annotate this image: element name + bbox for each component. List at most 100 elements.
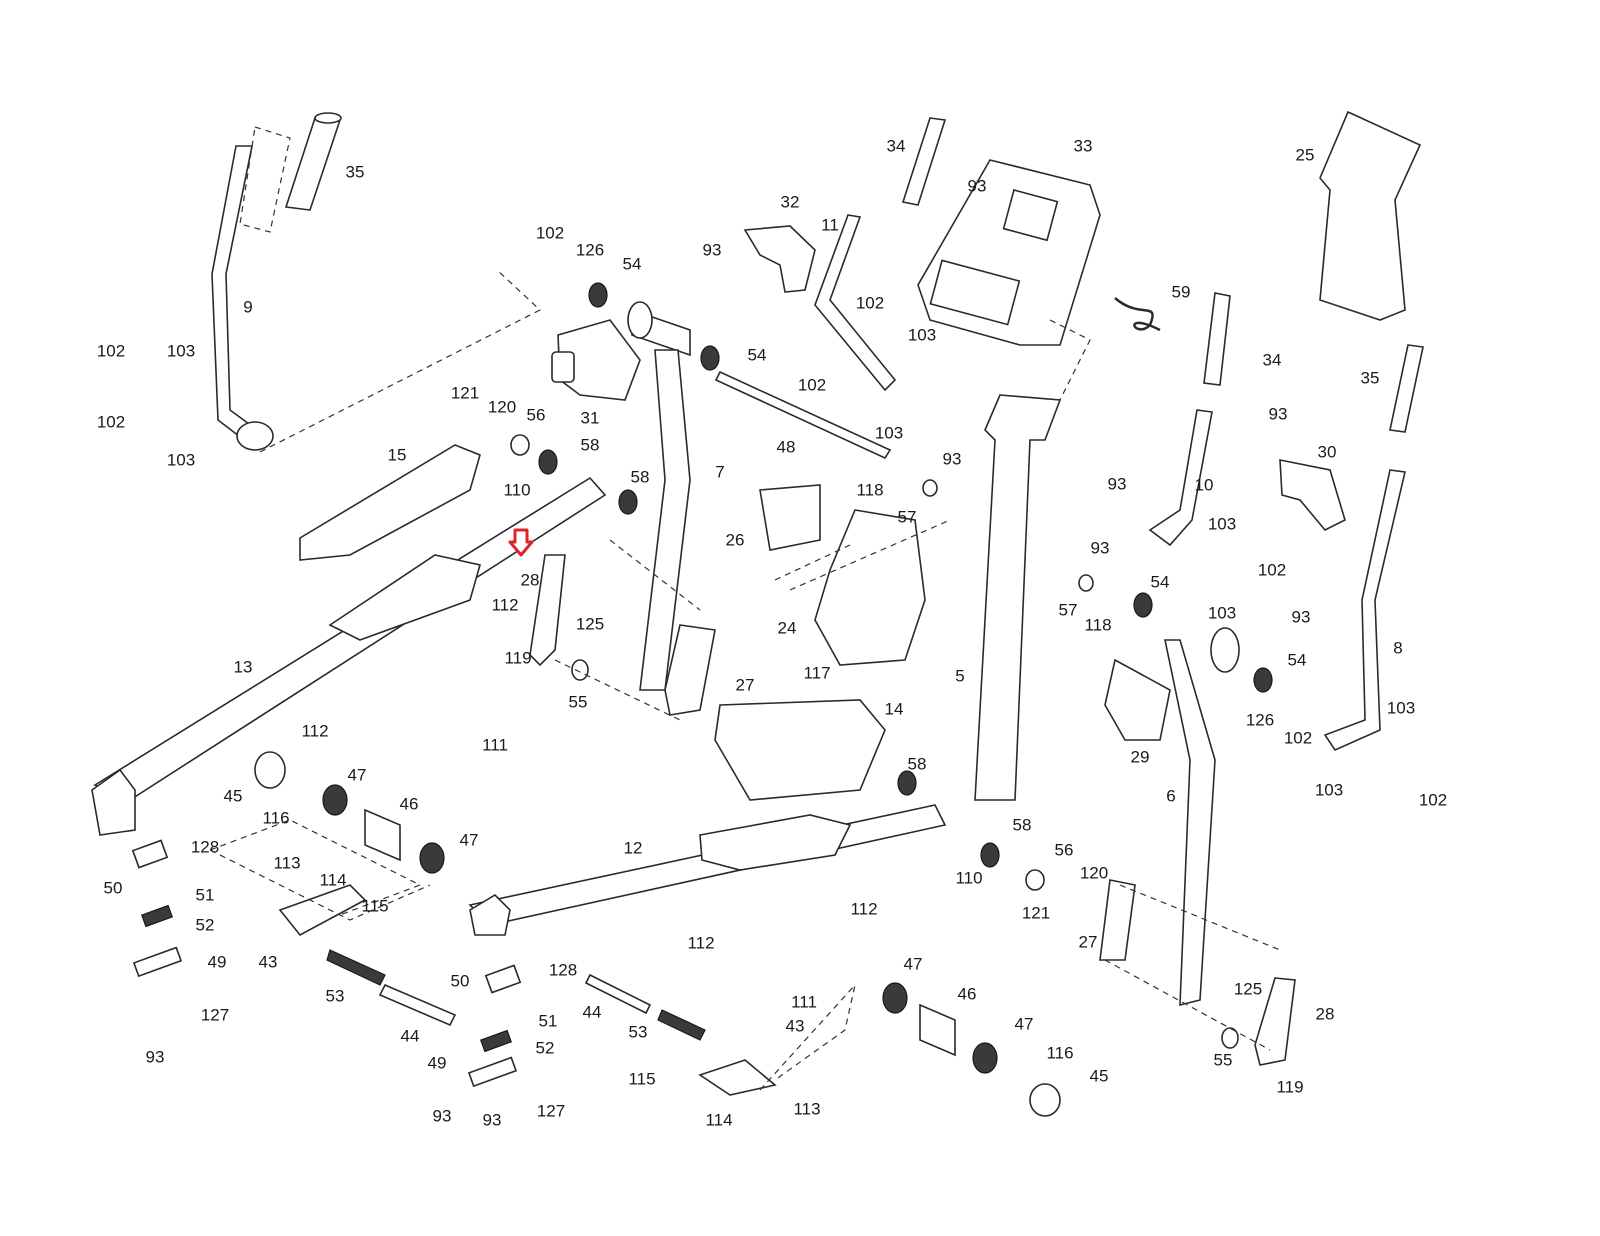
part-bearing-set-left [254, 751, 445, 874]
part-label-113: 113 [793, 1099, 821, 1119]
part-label-9: 9 [243, 297, 253, 317]
part-label-29: 29 [1130, 747, 1150, 767]
part-label-127: 127 [200, 1005, 230, 1025]
part-label-33: 33 [1073, 136, 1093, 156]
part-pedal-14 [714, 699, 886, 801]
assembly-path [759, 982, 857, 1091]
part-label-55: 55 [1213, 1050, 1233, 1070]
part-label-34: 34 [886, 136, 906, 156]
part-arm-10 [1148, 409, 1213, 547]
part-label-103: 103 [1207, 603, 1237, 623]
part-label-15: 15 [387, 445, 407, 465]
part-label-27: 27 [735, 675, 755, 695]
part-label-102: 102 [96, 412, 126, 432]
part-label-48: 48 [776, 437, 796, 457]
assembly-path [1104, 884, 1281, 1051]
part-shroud-32 [743, 225, 816, 293]
part-label-114: 114 [705, 1110, 733, 1130]
part-label-115: 115 [628, 1069, 656, 1089]
part-handlebar-11 [814, 214, 897, 392]
part-label-93: 93 [967, 176, 987, 196]
part-label-103: 103 [166, 450, 196, 470]
part-label-121: 121 [1021, 903, 1051, 923]
part-label-30: 30 [1317, 442, 1337, 462]
part-label-7: 7 [715, 462, 725, 482]
part-shroud-30 [1279, 459, 1346, 531]
part-label-102: 102 [535, 223, 565, 243]
part-label-49: 49 [427, 1053, 447, 1073]
part-label-125: 125 [1233, 979, 1263, 999]
part-label-117: 117 [803, 663, 831, 683]
part-label-112: 112 [301, 721, 329, 741]
part-label-103: 103 [1207, 514, 1237, 534]
part-label-47: 47 [459, 830, 479, 850]
part-label-103: 103 [1314, 780, 1344, 800]
part-label-44: 44 [400, 1026, 420, 1046]
assembly-path [209, 849, 431, 921]
assembly-path [1049, 319, 1091, 401]
part-pivot-flange [1210, 627, 1240, 673]
part-label-24: 24 [777, 618, 797, 638]
part-label-45: 45 [223, 786, 243, 806]
part-label-6: 6 [1166, 786, 1176, 806]
part-label-93: 93 [1268, 404, 1288, 424]
part-label-28: 28 [1315, 1004, 1335, 1024]
part-label-52: 52 [195, 915, 215, 935]
part-label-120: 120 [487, 397, 517, 417]
part-bottle-holder-26 [759, 484, 821, 551]
part-label-93: 93 [1107, 474, 1127, 494]
part-label-13: 13 [233, 657, 253, 677]
part-label-125: 125 [575, 614, 605, 634]
part-upright-5 [974, 394, 1062, 801]
part-label-47: 47 [1014, 1014, 1034, 1034]
part-cord-59 [1114, 297, 1161, 332]
part-label-116: 116 [262, 808, 290, 828]
part-label-116: 116 [1046, 1043, 1074, 1063]
part-label-126: 126 [575, 240, 605, 260]
part-label-102: 102 [1257, 560, 1287, 580]
part-label-51: 51 [195, 885, 215, 905]
part-arm-6 [1164, 639, 1216, 1007]
part-label-127: 127 [536, 1101, 566, 1121]
part-label-5: 5 [955, 666, 965, 686]
part-label-58: 58 [580, 435, 600, 455]
part-label-47: 47 [903, 954, 923, 974]
part-label-120: 120 [1079, 863, 1109, 883]
part-crank-right [584, 973, 777, 1096]
part-label-10: 10 [1194, 475, 1214, 495]
part-label-128: 128 [548, 960, 578, 980]
part-label-32: 32 [780, 192, 800, 212]
part-shroud-24 [814, 509, 926, 666]
part-label-35: 35 [345, 162, 365, 182]
part-label-26: 26 [725, 530, 745, 550]
part-label-103: 103 [874, 423, 904, 443]
part-label-58: 58 [630, 467, 650, 487]
part-label-31: 31 [580, 408, 600, 428]
part-label-43: 43 [258, 952, 278, 972]
part-label-110: 110 [503, 480, 531, 500]
part-label-128: 128 [190, 837, 220, 857]
part-grip-35b [1389, 344, 1424, 433]
part-label-102: 102 [797, 375, 827, 395]
part-cover-27 [664, 624, 716, 716]
part-label-119: 119 [504, 648, 532, 668]
part-label-43: 43 [785, 1016, 805, 1036]
part-label-54: 54 [622, 254, 642, 274]
part-shroud-29 [1104, 658, 1171, 741]
part-label-54: 54 [1287, 650, 1307, 670]
part-label-50: 50 [103, 878, 123, 898]
part-label-102: 102 [1418, 790, 1448, 810]
part-grip-34b [1203, 292, 1231, 386]
part-label-51: 51 [538, 1011, 558, 1031]
part-label-103: 103 [166, 341, 196, 361]
part-label-54: 54 [1150, 572, 1170, 592]
part-label-102: 102 [1283, 728, 1313, 748]
part-pivot-tube [627, 301, 691, 357]
part-label-49: 49 [207, 952, 227, 972]
part-label-112: 112 [850, 899, 878, 919]
part-crank-left [278, 884, 457, 1027]
part-label-57: 57 [1058, 600, 1078, 620]
part-label-126: 126 [1245, 710, 1275, 730]
